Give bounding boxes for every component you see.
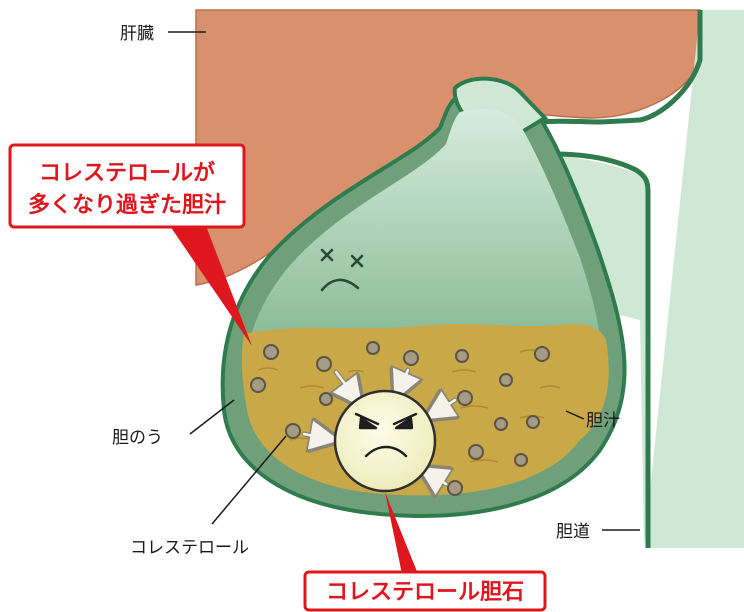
cholesterol-particle bbox=[286, 424, 300, 438]
label-liver: 肝臓 bbox=[120, 24, 154, 44]
cholesterol-particle bbox=[469, 445, 483, 459]
cholesterol-particle bbox=[264, 345, 278, 359]
cholesterol-particle bbox=[500, 374, 512, 386]
label-cholesterol: コレステロール bbox=[130, 538, 249, 558]
cholesterol-particle bbox=[535, 347, 549, 361]
cholesterol-particle bbox=[320, 393, 332, 405]
cholesterol-particle bbox=[448, 481, 462, 495]
cholesterol-particle bbox=[251, 378, 265, 392]
label-gallbladder: 胆のう bbox=[112, 428, 163, 448]
cholesterol-particle bbox=[458, 391, 472, 405]
callout-excess-bile-line1: コレステロールが bbox=[39, 160, 215, 186]
cholesterol-particle bbox=[515, 454, 527, 466]
cholesterol-particle bbox=[456, 350, 468, 362]
cholesterol-particle bbox=[495, 418, 507, 430]
callout-excess-bile-line2: 多くなり過ぎた胆汁 bbox=[28, 192, 226, 218]
cholesterol-particle bbox=[527, 416, 539, 428]
cholesterol-gallstone bbox=[335, 391, 435, 491]
callout-gallstone-text: コレステロール胆石 bbox=[326, 580, 524, 605]
cholesterol-particle bbox=[317, 357, 331, 371]
cholesterol-particle bbox=[367, 342, 379, 354]
label-bile: 胆汁 bbox=[586, 411, 620, 431]
cholesterol-particle bbox=[404, 351, 418, 365]
label-bile-duct: 胆道 bbox=[556, 522, 590, 542]
